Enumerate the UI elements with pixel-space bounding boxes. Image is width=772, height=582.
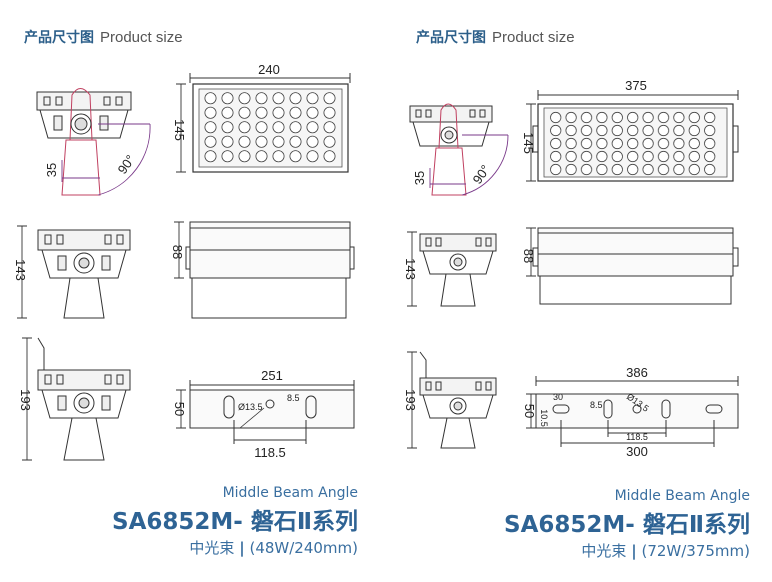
dim-spacing: 118.5	[254, 445, 286, 460]
left-side-view-angle	[36, 88, 132, 196]
spec-sep: |	[239, 539, 245, 557]
header-en: Product size	[100, 29, 183, 46]
left-top-view	[174, 221, 355, 319]
dim-mount-height: 50	[522, 404, 537, 418]
left-mount-side-view	[22, 337, 131, 461]
dim-height: 145	[172, 119, 187, 141]
dim-width: 375	[625, 78, 647, 93]
beam-angle-label: Middle Beam Angle	[222, 485, 358, 501]
right-top-view	[526, 227, 739, 305]
dim-slot: 8.5	[287, 393, 300, 403]
dim-span: 300	[626, 444, 648, 459]
header-left: 产品尺寸图 Product size	[24, 27, 183, 47]
dim-bracket-height: 143	[403, 258, 418, 280]
dim-angle: 90°	[115, 152, 139, 177]
left-angle-dims	[61, 123, 151, 196]
header-cn: 产品尺寸图	[416, 30, 486, 46]
left-mount-bracket	[176, 380, 355, 444]
spec-sep: |	[631, 542, 637, 560]
right-front-view: 375 145	[521, 78, 739, 182]
spec-power: (48W/240mm)	[249, 539, 358, 557]
spec-power: (72W/375mm)	[641, 542, 750, 560]
model-name: SA6852M- 磐石Ⅱ系列	[112, 509, 358, 535]
dim-spacing: 118.5	[626, 432, 648, 442]
beam-angle-label: Middle Beam Angle	[614, 488, 750, 504]
caption-right: Middle Beam Angle SA6852M- 磐石Ⅱ系列 中光束 | (…	[504, 488, 750, 561]
dim-mount-width: 386	[626, 365, 648, 380]
right-angle-dims	[429, 134, 509, 196]
spec-cn: 中光束	[189, 539, 235, 557]
dim-mount-width: 251	[261, 368, 283, 383]
right-bracket-view	[407, 231, 497, 307]
dim-offset: 35	[412, 171, 427, 185]
left-front-view: 240 145	[172, 62, 351, 173]
dim-bracket-height: 143	[13, 259, 28, 281]
right-mount-side-view	[407, 351, 497, 449]
dim-slot-height: 10.5	[539, 409, 549, 427]
dim-total-height: 193	[403, 389, 418, 411]
spec-line: 中光束 | (72W/375mm)	[504, 540, 750, 561]
spec-line: 中光束 | (48W/240mm)	[112, 537, 358, 558]
dim-mount-height: 50	[172, 402, 187, 416]
dim-angle: 90°	[470, 162, 494, 187]
model-name: SA6852M- 磐石Ⅱ系列	[504, 512, 750, 538]
right-side-view-angle	[409, 103, 493, 196]
caption-left: Middle Beam Angle SA6852M- 磐石Ⅱ系列 中光束 | (…	[112, 485, 358, 558]
header-en: Product size	[492, 29, 575, 46]
dim-offset: 35	[44, 163, 59, 177]
dim-depth: 88	[170, 245, 185, 259]
header-cn: 产品尺寸图	[24, 30, 94, 46]
dim-hole: Ø13.5	[238, 402, 263, 412]
dim-depth: 88	[521, 249, 536, 263]
dim-height: 145	[521, 132, 536, 154]
spec-cn: 中光束	[581, 542, 627, 560]
dim-width: 240	[258, 62, 280, 77]
right-mount-bracket	[526, 376, 739, 447]
dim-total-height: 193	[18, 389, 33, 411]
dim-slot: 8.5	[590, 400, 603, 410]
left-bracket-view	[17, 225, 131, 319]
header-right: 产品尺寸图 Product size	[416, 27, 575, 47]
dim-slot-width: 30	[553, 392, 563, 402]
